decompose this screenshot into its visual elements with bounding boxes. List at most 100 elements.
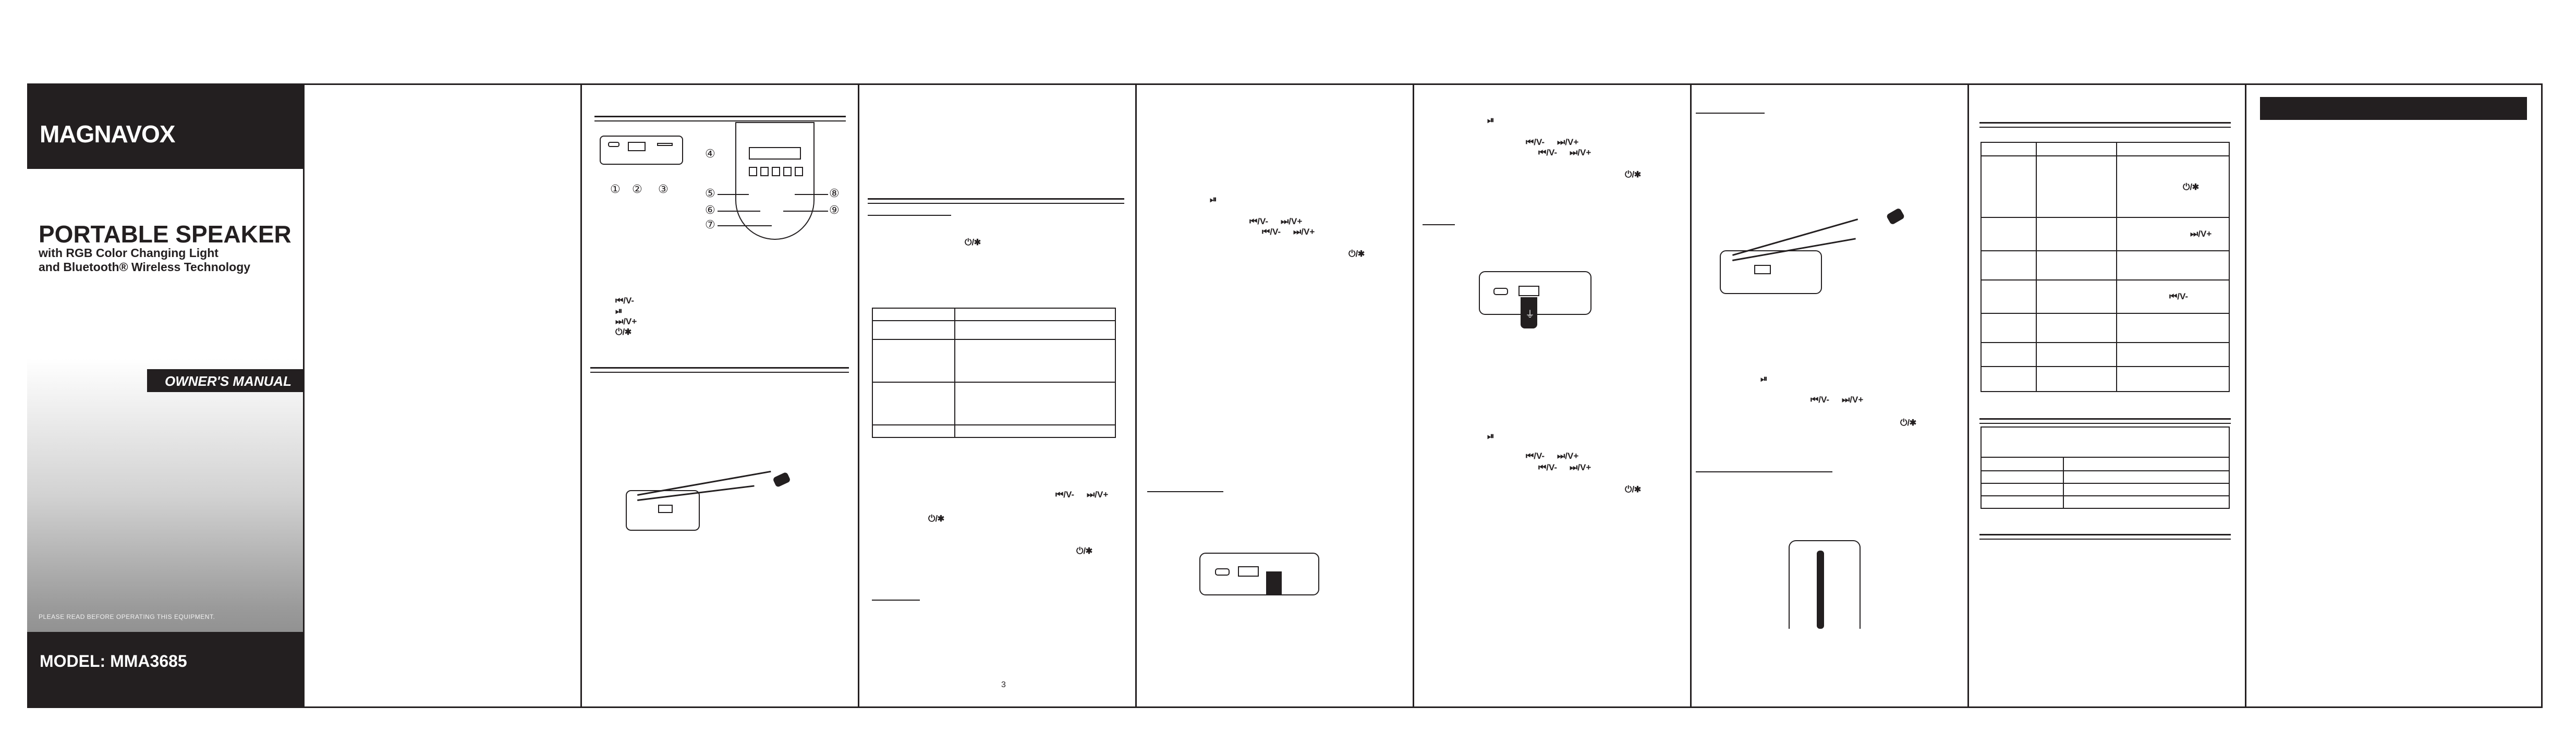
prev-vol-down-icon: ⏮/V-: [2169, 291, 2189, 301]
next-vol-up-icon: ⏭/V+: [1293, 227, 1315, 237]
section-rule: [1979, 534, 2231, 540]
next-vol-up-icon: ⏭/V+: [1281, 216, 1303, 226]
callout-7: ⑦: [705, 218, 715, 231]
product-subtitle: with RGB Color Changing Light and Blueto…: [39, 246, 250, 274]
specifications-table: [1980, 426, 2230, 509]
power-bluetooth-icon: ⏻/✱: [1348, 249, 1365, 259]
prev-vol-down-icon: ⏮/V-: [1526, 451, 1545, 461]
usb-port: [658, 505, 673, 513]
next-vol-up-icon: ⏭/V+: [1570, 148, 1591, 157]
control-button: [749, 167, 757, 176]
section-rule: [1979, 122, 2231, 128]
prev-vol-down-icon: ⏮/V-: [615, 296, 635, 306]
panel-6: [1414, 83, 1692, 708]
subtitle-line-1: with RGB Color Changing Light: [39, 246, 218, 260]
power-bluetooth-icon: ⏻/✱: [1625, 484, 1641, 494]
callout-1: ①: [610, 182, 621, 196]
panel-9: [2246, 83, 2543, 708]
usb-port: [1754, 265, 1771, 274]
brand-logo: MAGNAVOX: [40, 120, 175, 148]
read-warning: PLEASE READ BEFORE OPERATING THIS EQUIPM…: [39, 613, 215, 620]
play-pause-icon: ⏯: [1210, 194, 1217, 204]
control-button: [772, 167, 780, 176]
leader-line: [718, 211, 760, 212]
usb-port: [628, 142, 646, 151]
troubleshooting-table: [1980, 142, 2230, 392]
callout-2: ②: [632, 182, 642, 196]
display-window: [749, 147, 801, 160]
prev-vol-down-icon: ⏮/V-: [1538, 462, 1558, 472]
carry-strap-icon: [1817, 551, 1824, 629]
prev-vol-down-icon: ⏮/V-: [1055, 490, 1075, 499]
power-bluetooth-icon: ⏻/✱: [615, 327, 631, 337]
section-rule: [590, 367, 849, 373]
callout-5: ⑤: [705, 187, 715, 200]
usb-port: [1518, 286, 1539, 296]
power-bluetooth-icon: ⏻/✱: [2183, 182, 2199, 192]
play-pause-icon: ⏯: [615, 306, 623, 316]
heading-underline: [1696, 471, 1832, 472]
heading-underline: [1696, 113, 1765, 114]
heading-underline: [1147, 491, 1223, 492]
control-button: [760, 167, 769, 176]
callout-9: ⑨: [829, 203, 840, 216]
callout-3: ③: [658, 182, 669, 196]
next-vol-up-icon: ⏭/V+: [1842, 395, 1864, 405]
speaker-rear-view: [1720, 250, 1822, 294]
power-bluetooth-icon: ⏻/✱: [1076, 546, 1092, 556]
heading-underline: [1423, 224, 1455, 225]
power-bluetooth-icon: ⏻/✱: [965, 237, 981, 247]
section-rule: [1979, 418, 2231, 424]
panel-8: [1969, 83, 2246, 708]
prev-vol-down-icon: ⏮/V-: [1811, 395, 1830, 405]
aux-port: [608, 142, 619, 147]
usb-port: [1238, 566, 1259, 577]
panel-5: [1137, 83, 1414, 708]
owners-manual-tab: OWNER'S MANUAL: [147, 369, 305, 392]
heading-underline: [872, 600, 920, 601]
sd-card-insert-icon: [1266, 571, 1282, 594]
leader-line: [718, 225, 772, 226]
play-pause-icon: ⏯: [1487, 115, 1494, 125]
next-vol-up-icon: ⏭/V+: [1087, 490, 1109, 499]
speaker-with-strap: [1789, 540, 1861, 629]
callout-4: ④: [705, 147, 715, 160]
aux-port: [1215, 568, 1230, 576]
heading-underline: [868, 215, 951, 216]
next-vol-up-icon: ⏭/V+: [1570, 462, 1591, 472]
control-button: [783, 167, 792, 176]
usb-stick-icon: [1521, 297, 1537, 328]
section-rule: [868, 198, 1124, 204]
callout-8: ⑧: [829, 187, 840, 200]
next-vol-up-icon: ⏭/V+: [1557, 137, 1579, 147]
prev-vol-down-icon: ⏮/V-: [1249, 216, 1269, 226]
model-number: MODEL: MMA3685: [40, 652, 187, 670]
prev-vol-down-icon: ⏮/V-: [1538, 148, 1558, 157]
cover-panel: MAGNAVOX PORTABLE SPEAKER with RGB Color…: [27, 83, 305, 708]
leader-line: [795, 194, 828, 195]
callout-6: ⑥: [705, 203, 715, 216]
section-header-bar: [2260, 97, 2527, 120]
cover-header-band: [27, 83, 305, 169]
panel-7: [1692, 83, 1969, 708]
prev-vol-down-icon: ⏮/V-: [1262, 227, 1281, 237]
page-number: 3: [1001, 680, 1006, 689]
prev-vol-down-icon: ⏮/V-: [1526, 137, 1545, 147]
mode-table: [872, 308, 1116, 438]
aux-port: [1493, 288, 1508, 295]
panel-2: [305, 83, 582, 708]
control-button: [795, 167, 803, 176]
product-title: PORTABLE SPEAKER: [39, 221, 291, 248]
speaker-front-view: [735, 122, 815, 240]
power-bluetooth-icon: ⏻/✱: [1625, 169, 1641, 179]
next-vol-up-icon: ⏭/V+: [1557, 451, 1579, 461]
section-rule: [594, 116, 846, 121]
power-bluetooth-icon: ⏻/✱: [928, 514, 944, 523]
leader-line: [783, 211, 828, 212]
panel-1: [27, 83, 305, 708]
next-vol-up-icon: ⏭/V+: [2190, 229, 2212, 239]
cover-footer-band: [27, 632, 305, 708]
subtitle-line-2: and Bluetooth® Wireless Technology: [39, 260, 251, 274]
power-bluetooth-icon: ⏻/✱: [1900, 418, 1916, 428]
card-slot: [657, 143, 673, 146]
